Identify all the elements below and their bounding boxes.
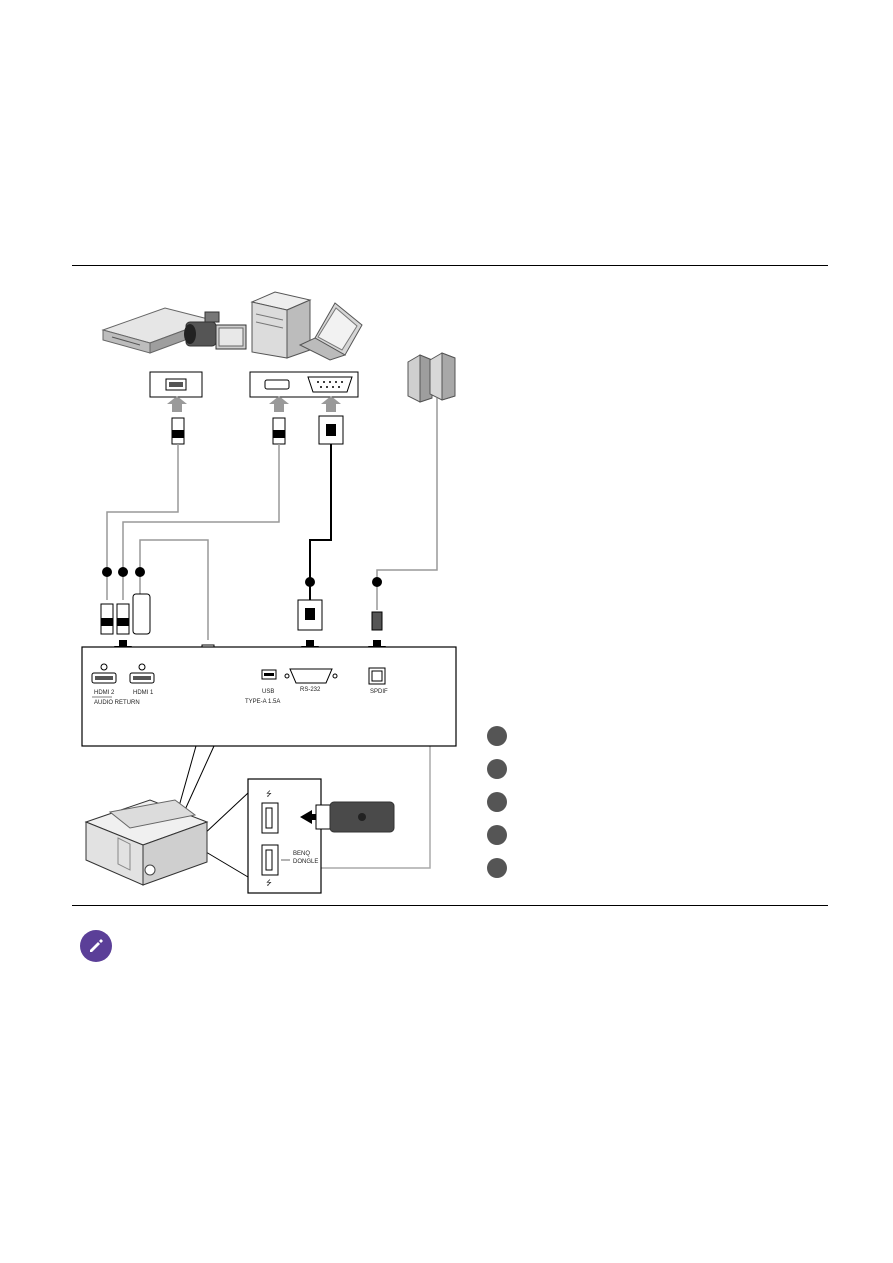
legend [487,726,507,878]
source-arrows [167,396,341,412]
speakers-icon [407,352,456,403]
rs232-label: RS-232 [300,687,321,693]
usb-type-label: TYPE-A 1.5A [245,699,280,705]
camcorder-icon [184,311,247,350]
projector-rear-panel: HDMI 2 AUDIO RETURN HDMI 1 USB TYPE-A 1.… [81,646,457,747]
dongle-label: DONGLE [293,859,318,865]
legend-dot-5 [487,858,507,878]
spdif-label: SPDIF [370,689,388,695]
upper-hdmi-connector-2 [272,417,286,445]
upper-vga-connector [318,415,344,445]
usb-label: USB [262,689,274,695]
svg-text:⭍: ⭍ [266,790,272,798]
upper-hdmi-connector-1 [171,417,185,445]
benq-label: BENQ [293,851,310,857]
top-rule [72,265,828,266]
svg-text:⭍: ⭍ [266,879,272,887]
callout-lines [177,745,249,878]
audio-return-label: AUDIO RETURN [94,700,140,706]
desktop-computer-icon [250,291,312,359]
av-device-hdmi-port-plate [149,371,203,398]
legend-dot-4 [487,825,507,845]
pencil-icon [80,930,112,962]
computer-port-plate [249,371,359,398]
cable-dots [102,567,382,587]
lower-connectors [100,593,383,674]
side-usb-panel: ⭍ ⭍ BENQ DONGLE [247,778,322,894]
legend-dot-3 [487,792,507,812]
laptop-icon [298,302,363,361]
bottom-rule [72,905,828,906]
hdmi1-label: HDMI 1 [133,690,154,696]
legend-dot-1 [487,726,507,746]
hdmi2-label: HDMI 2 [94,690,115,696]
benq-dongle-icon [300,801,395,833]
projector-icon [84,799,209,886]
legend-dot-2 [487,759,507,779]
